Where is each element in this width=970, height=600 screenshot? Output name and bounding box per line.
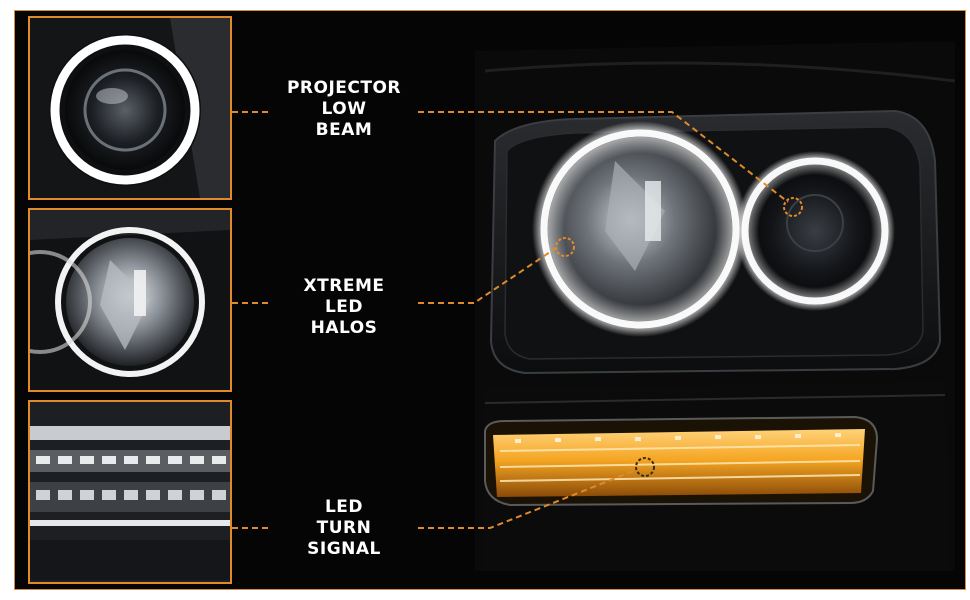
projector-closeup-photo [28, 16, 232, 200]
callout-label-line: XTREME [303, 276, 385, 296]
callout-label-line: SIGNAL [307, 539, 381, 559]
callout-label-line: LED [324, 297, 364, 317]
turn-signal-closeup-photo [28, 400, 232, 584]
callout-label-line: BEAM [315, 120, 373, 140]
callout-label-line: LOW [321, 99, 367, 119]
callout-label-line: HALOS [310, 318, 378, 338]
callout-label-line: PROJECTOR [286, 78, 402, 98]
callout-label-halos: XTREME LED HALOS [270, 276, 418, 339]
callout-label-turn-signal: LED TURN SIGNAL [270, 497, 418, 560]
halo-closeup-photo [28, 208, 232, 392]
callout-label-line: TURN [316, 518, 372, 538]
callout-label-line: LED [324, 497, 364, 517]
callout-label-projector: PROJECTOR LOW BEAM [270, 78, 418, 141]
